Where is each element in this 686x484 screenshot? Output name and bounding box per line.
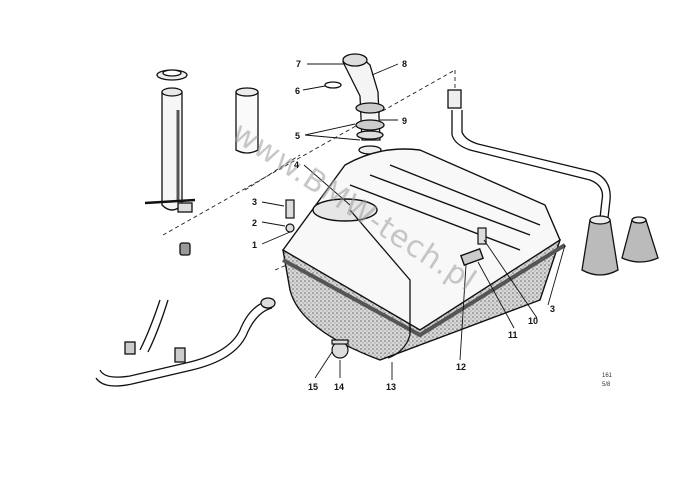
callout-15: 15 [308,382,318,392]
grommets-right [581,215,659,276]
filler-tube-left [144,69,196,256]
callout-1: 1 [252,240,257,250]
callout-9: 9 [402,116,407,126]
leader-lines [261,63,566,380]
callout-8: 8 [402,59,407,69]
fuel-line-bottom [95,297,276,387]
callout-13: 13 [386,382,396,392]
callout-6: 6 [295,86,300,96]
callout-labels: 7 8 6 9 5 4 3 2 1 3 10 11 12 13 14 15 [252,59,555,392]
callout-2: 2 [252,218,257,228]
fuel-tank [281,148,567,361]
callout-10: 10 [528,316,538,326]
diagram-code-line1: 161 [602,373,613,379]
callout-11: 11 [508,330,518,340]
diagram-code-line2: 5/8 [602,382,611,388]
sleeve-tube [235,87,259,154]
callout-14: 14 [334,382,344,392]
callout-4: 4 [294,160,299,170]
callout-3-right: 3 [550,304,555,314]
vent-hose-right [447,89,611,219]
callout-3: 3 [252,197,257,207]
filler-neck [324,53,385,155]
callout-12: 12 [456,362,466,372]
callout-7: 7 [296,59,301,69]
callout-5: 5 [295,131,300,141]
diagram-code: 161 5/8 [602,373,613,388]
fuel-pipe-13 [349,209,411,359]
